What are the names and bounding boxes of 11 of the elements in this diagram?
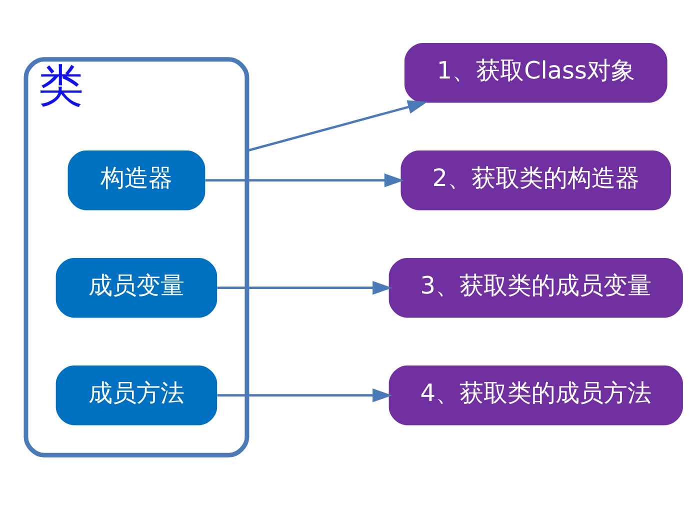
node-box: 构造器 [68, 150, 206, 210]
node-box: 2、获取类的构造器 [400, 150, 672, 210]
node-box: 4、获取类的成员方法 [388, 365, 683, 425]
arrow [205, 172, 404, 187]
arrow [246, 100, 428, 152]
node-box: 成员方法 [56, 365, 218, 425]
arrow [217, 388, 392, 402]
node-box: 成员变量 [56, 257, 218, 318]
arrow [217, 280, 392, 294]
node-box: 1、获取Class对象 [404, 42, 668, 102]
node-box: 3、获取类的成员变量 [388, 257, 683, 318]
